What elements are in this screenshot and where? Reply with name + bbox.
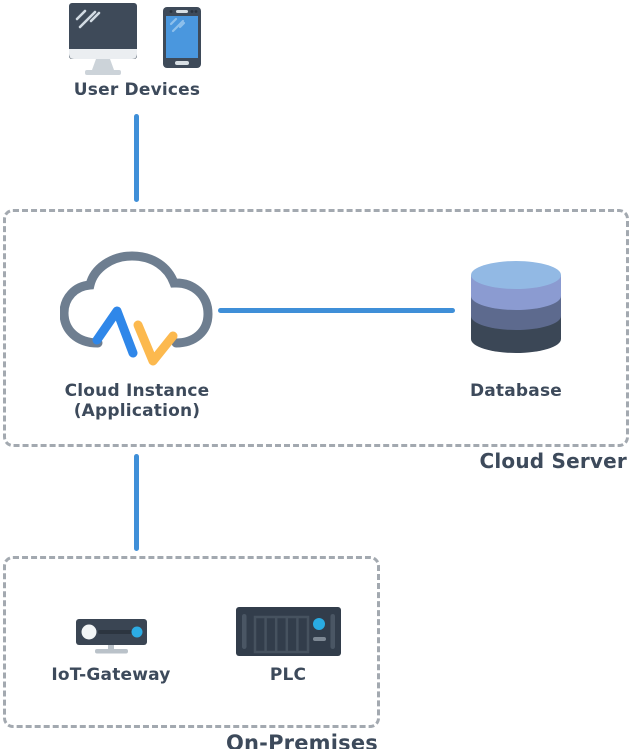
monitor-icon — [69, 3, 137, 75]
iot-gateway-icon — [76, 619, 147, 654]
on-premises-zone-label: On-Premises — [225, 731, 378, 749]
cloud-instance-label: Cloud Instance(Application) — [27, 381, 247, 421]
on-premises-zone — [3, 556, 380, 728]
plc-rack-icon — [236, 607, 341, 656]
database-label: Database — [469, 381, 563, 401]
cloud-instance-label-line1: Cloud Instance — [64, 381, 210, 401]
database-cylinder-icon — [471, 261, 561, 353]
user-devices-label: User Devices — [73, 80, 201, 100]
smartphone-icon — [163, 7, 201, 68]
iot-gateway-label: IoT-Gateway — [51, 665, 171, 685]
cloud-logo-icon — [60, 251, 213, 366]
cloud-server-zone-label: Cloud Server — [479, 449, 627, 473]
connector-cloud-onpremises — [134, 454, 139, 551]
cloud-server-zone — [3, 209, 629, 447]
connector-cloud-database — [218, 308, 455, 313]
cloud-instance-label-line2: (Application) — [73, 401, 201, 421]
plc-label: PLC — [269, 665, 307, 685]
connector-user-devices-cloud — [134, 114, 139, 202]
